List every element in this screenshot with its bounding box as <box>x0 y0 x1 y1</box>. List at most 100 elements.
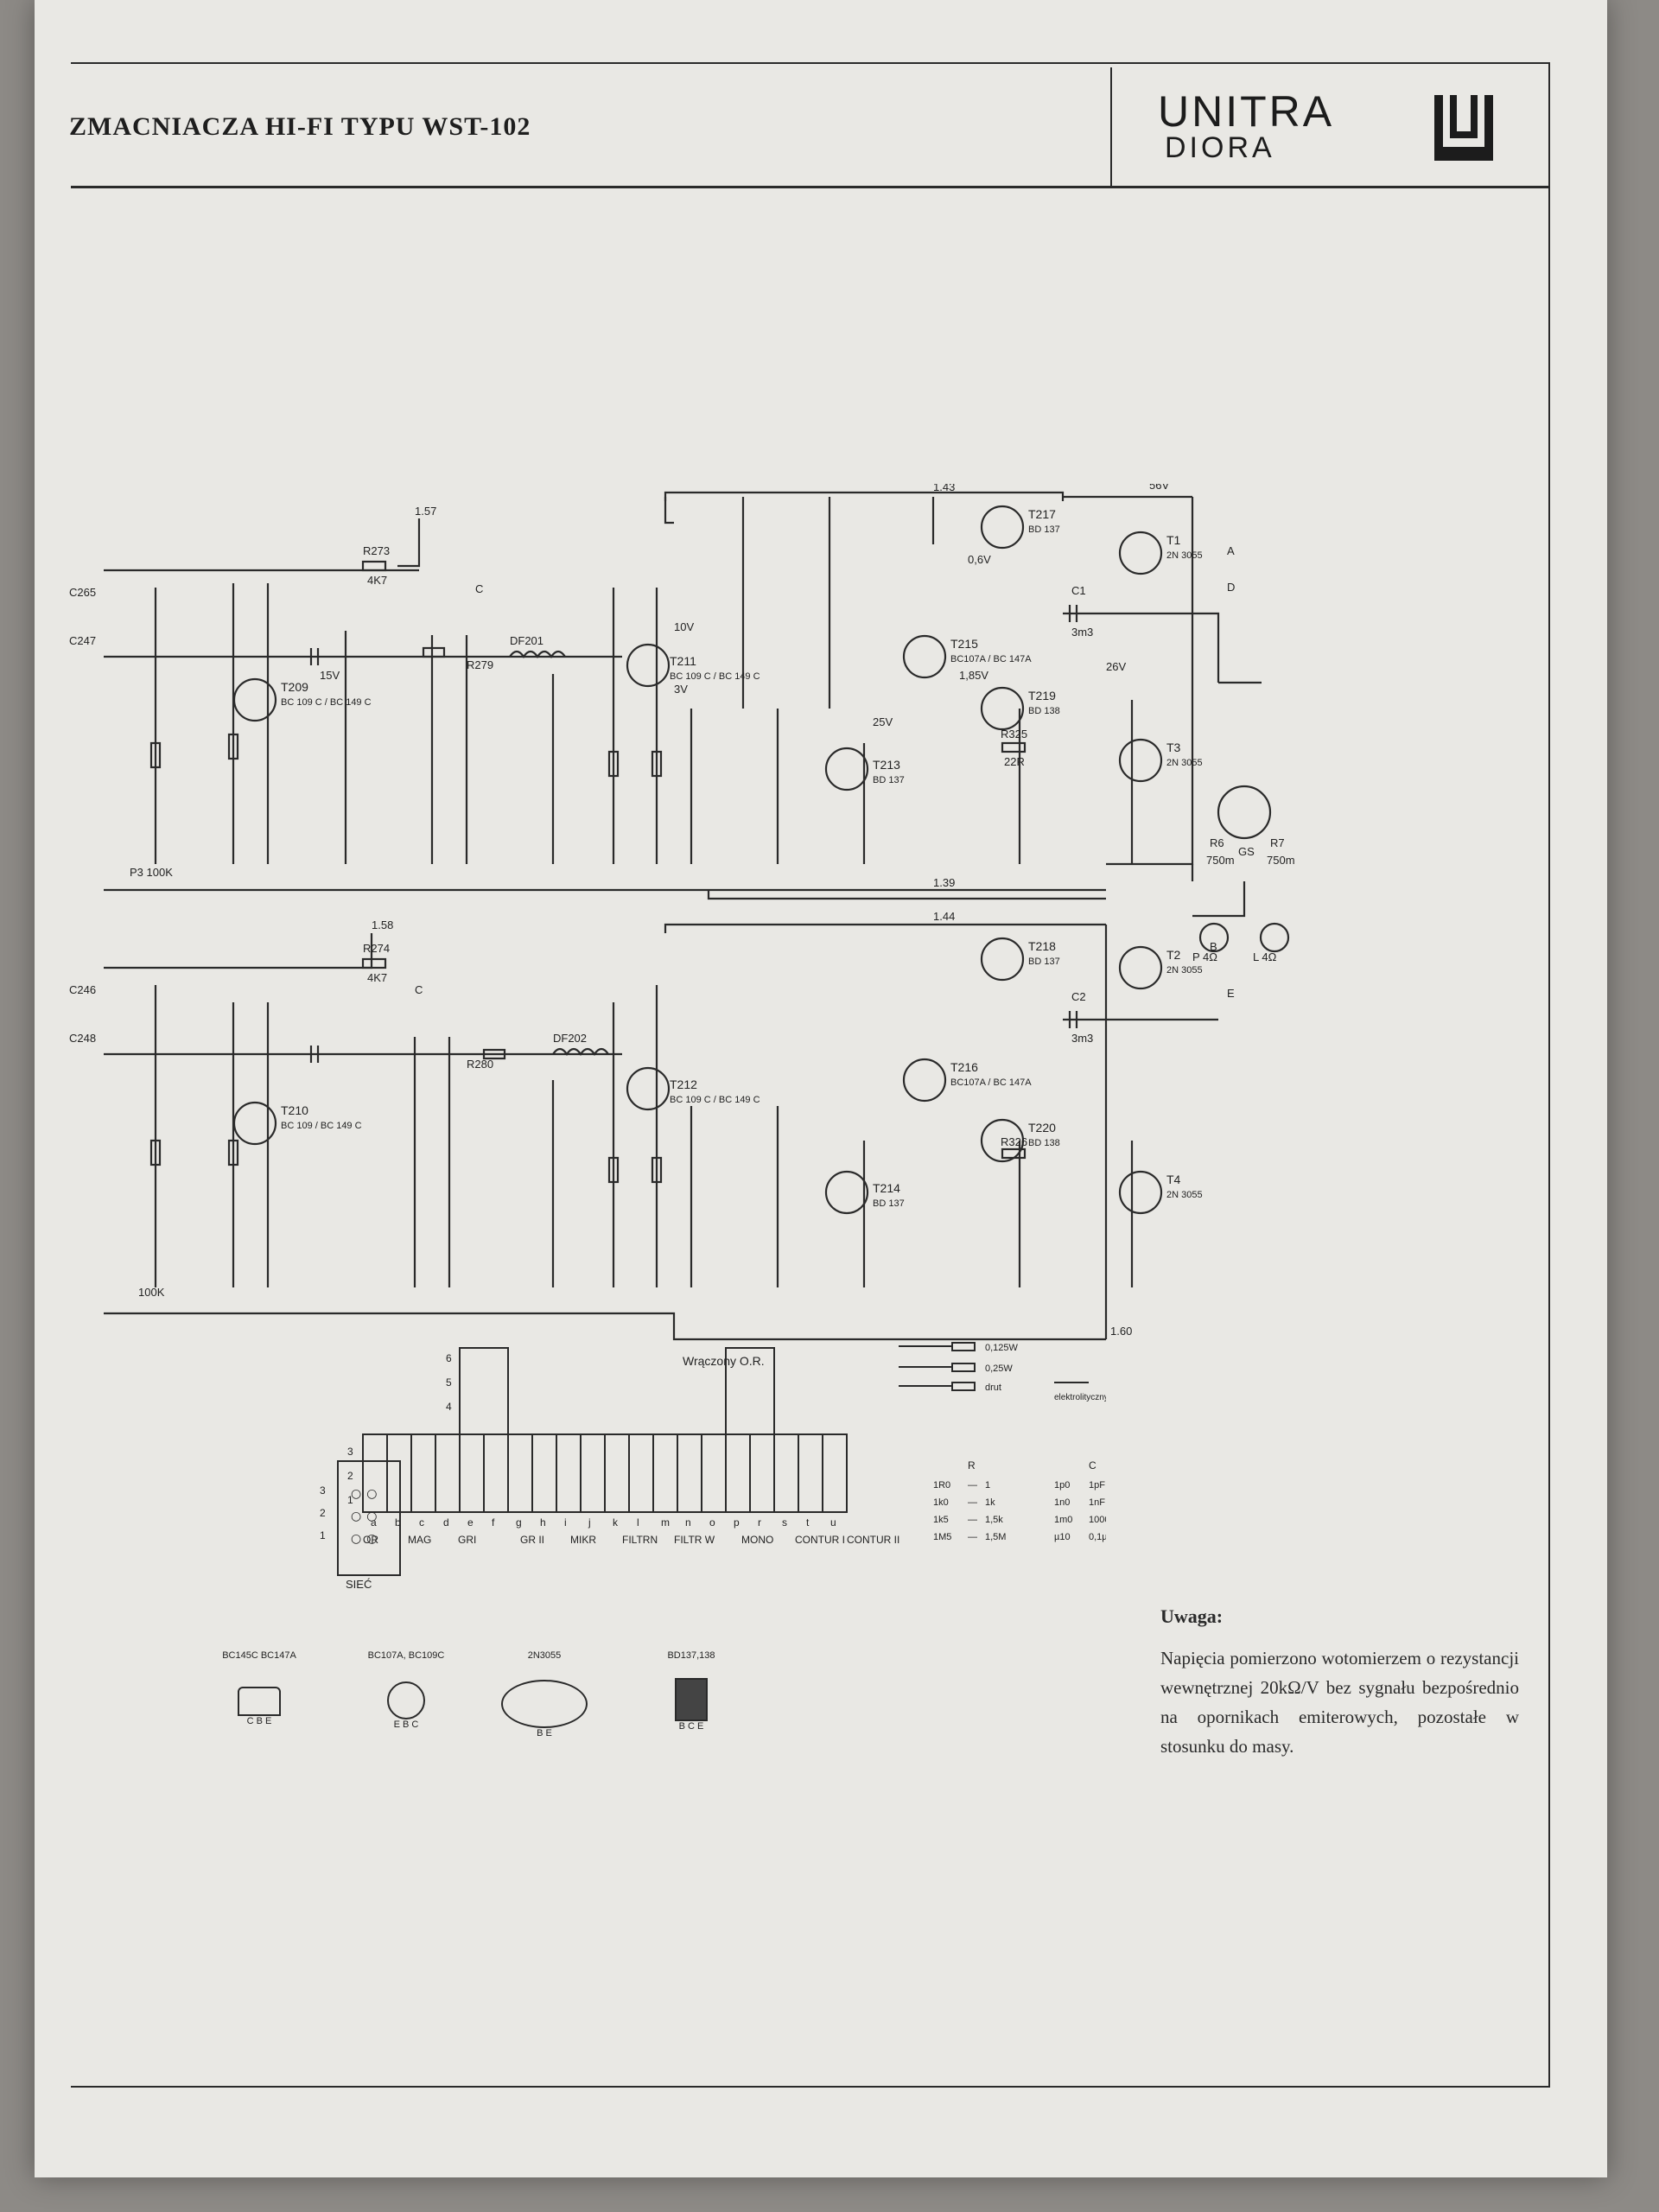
unitra-logo-icon <box>1434 95 1493 161</box>
r326-label: R326 <box>1001 1135 1027 1148</box>
switch-letter-d: d <box>443 1516 449 1529</box>
switch-cell-u <box>822 1433 848 1513</box>
transistor-t219-ref: T219 <box>1028 689 1056 702</box>
switch-cell-p <box>725 1433 751 1513</box>
siec-row-3: 3 <box>320 1484 326 1497</box>
df201-label: DF201 <box>510 634 543 647</box>
legend-r-value-2: 1,5k <box>985 1515 1003 1525</box>
r325-value: 22R <box>1004 755 1025 768</box>
switch-letter-l: l <box>637 1516 639 1529</box>
switch-row-1: 1 <box>347 1494 353 1506</box>
legend-r-code-1: 1k0 <box>933 1497 949 1508</box>
arrow-d: D <box>1227 581 1235 594</box>
r325-label: R325 <box>1001 728 1027 741</box>
c246-label: C246 <box>69 983 96 996</box>
switch-letter-t: t <box>806 1516 810 1529</box>
legend-r-value-3: 1,5M <box>985 1532 1006 1542</box>
transistor-t215-ref: T215 <box>950 637 978 651</box>
voltage-185v: 1,85V <box>959 669 988 682</box>
switch-row-tall-6: 6 <box>446 1352 452 1364</box>
transistor-pinouts: BC145C BC147A C B E BC107A, BC109C E B C… <box>190 1650 795 1771</box>
transistor-t220-ref: T220 <box>1028 1121 1056 1135</box>
transistor-t213-type: BD 137 <box>873 775 905 785</box>
transistor-t2-type: 2N 3055 <box>1166 965 1203 976</box>
switch-letter-o: o <box>709 1516 715 1529</box>
switch-tall-cell <box>725 1347 775 1435</box>
pot-p4: 100K <box>138 1286 165 1299</box>
switch-group-1: MAG <box>408 1534 431 1546</box>
switch-letter-b: b <box>395 1516 401 1529</box>
legend-c-value-2: 1000µF <box>1089 1515 1106 1525</box>
c248-label: C248 <box>69 1032 96 1045</box>
transistor-t210-type: BC 109 / BC 149 C <box>281 1121 362 1131</box>
switch-cell-r <box>749 1433 775 1513</box>
switch-letter-h: h <box>540 1516 546 1529</box>
switch-letter-j: j <box>588 1516 591 1529</box>
amplifier-schematic: R273 4K7 R274 4K7 1.57 1.58 1.43 1.44 1.… <box>69 484 1295 1341</box>
switch-letter-c: c <box>419 1516 424 1529</box>
c1-label: C1 <box>1071 584 1086 597</box>
node-157: 1.57 <box>415 505 436 518</box>
switch-cell-i <box>556 1433 582 1513</box>
switch-cell-o <box>701 1433 727 1513</box>
switch-letter-m: m <box>661 1516 670 1529</box>
legend-c-value-3: 0,1µF <box>1089 1532 1106 1542</box>
c1-value: 3m3 <box>1071 626 1093 639</box>
switch-row-3: 3 <box>347 1446 353 1458</box>
switch-group-4: MIKR <box>570 1534 596 1546</box>
df202-label: DF202 <box>553 1032 587 1045</box>
speaker-p: P 4Ω <box>1192 950 1217 963</box>
transistor-t217-ref: T217 <box>1028 507 1056 521</box>
switch-letter-i: i <box>564 1516 567 1529</box>
brand-subname: DIORA <box>1165 131 1275 164</box>
r279-label: R279 <box>467 658 493 671</box>
legend-r-code-3: 1M5 <box>933 1532 951 1542</box>
r280-label: R280 <box>467 1058 493 1071</box>
brand-name: UNITRA <box>1158 87 1335 136</box>
legend-c-code-1: 1n0 <box>1054 1497 1070 1508</box>
to3-package-icon <box>501 1680 588 1728</box>
legend-r-value-0: 1 <box>985 1480 990 1491</box>
page-frame <box>71 62 1550 2088</box>
transistor-t4-type: 2N 3055 <box>1166 1190 1203 1200</box>
switch-c-lower: C <box>415 983 423 996</box>
speaker-l: L 4Ω <box>1253 950 1277 963</box>
switch-cell-t <box>798 1433 823 1513</box>
voltage-note: Uwaga: Napięcia pomierzono wotomierzem o… <box>1160 1605 1519 1761</box>
switch-group-6: FILTR W <box>674 1534 715 1546</box>
switch-row-2: 2 <box>347 1470 353 1482</box>
switch-letter-a: a <box>371 1516 377 1529</box>
node-139: 1.39 <box>933 876 955 889</box>
voltage-10v: 10V <box>674 620 694 633</box>
transistor-t215-type: BC107A / BC 147A <box>950 654 1032 664</box>
transistor-t3-ref: T3 <box>1166 741 1181 754</box>
switch-cell-g <box>507 1433 533 1513</box>
transistor-t211-type: BC 109 C / BC 149 C <box>670 671 760 682</box>
pinout-bc145c: BC145C BC147A C B E <box>222 1650 296 1726</box>
header-divider <box>1110 67 1112 186</box>
legend-0125w: 0,125W <box>985 1343 1019 1353</box>
note-text: Napięcia pomierzono wotomierzem o rezyst… <box>1160 1648 1519 1757</box>
r274-label: R274 <box>363 942 390 955</box>
switch-letter-f: f <box>492 1516 495 1529</box>
switch-row-tall-4: 4 <box>446 1401 452 1413</box>
switch-group-7: MONO <box>741 1534 773 1546</box>
r6-value: 750m <box>1206 854 1235 867</box>
transistor-t219-type: BD 138 <box>1028 706 1060 716</box>
legend-025w: 0,25W <box>985 1363 1013 1374</box>
switch-letter-r: r <box>758 1516 761 1529</box>
transistor-t214-ref: T214 <box>873 1181 900 1195</box>
legend-r-header: R <box>968 1459 976 1471</box>
node-144: 1.44 <box>933 910 955 923</box>
transistor-t1-ref: T1 <box>1166 533 1181 547</box>
transistor-t212-type: BC 109 C / BC 149 C <box>670 1095 760 1105</box>
node-158: 1.58 <box>372 918 393 931</box>
to18-package-icon <box>387 1681 425 1719</box>
arrow-a: A <box>1227 544 1235 557</box>
siec-row-1: 1 <box>320 1529 326 1541</box>
transistor-t212-ref: T212 <box>670 1077 697 1091</box>
note-title: Uwaga: <box>1160 1605 1224 1627</box>
switch-group-0: OR <box>363 1534 378 1546</box>
legend-c-value-0: 1pF <box>1089 1480 1105 1491</box>
arrow-e: E <box>1227 987 1235 1000</box>
